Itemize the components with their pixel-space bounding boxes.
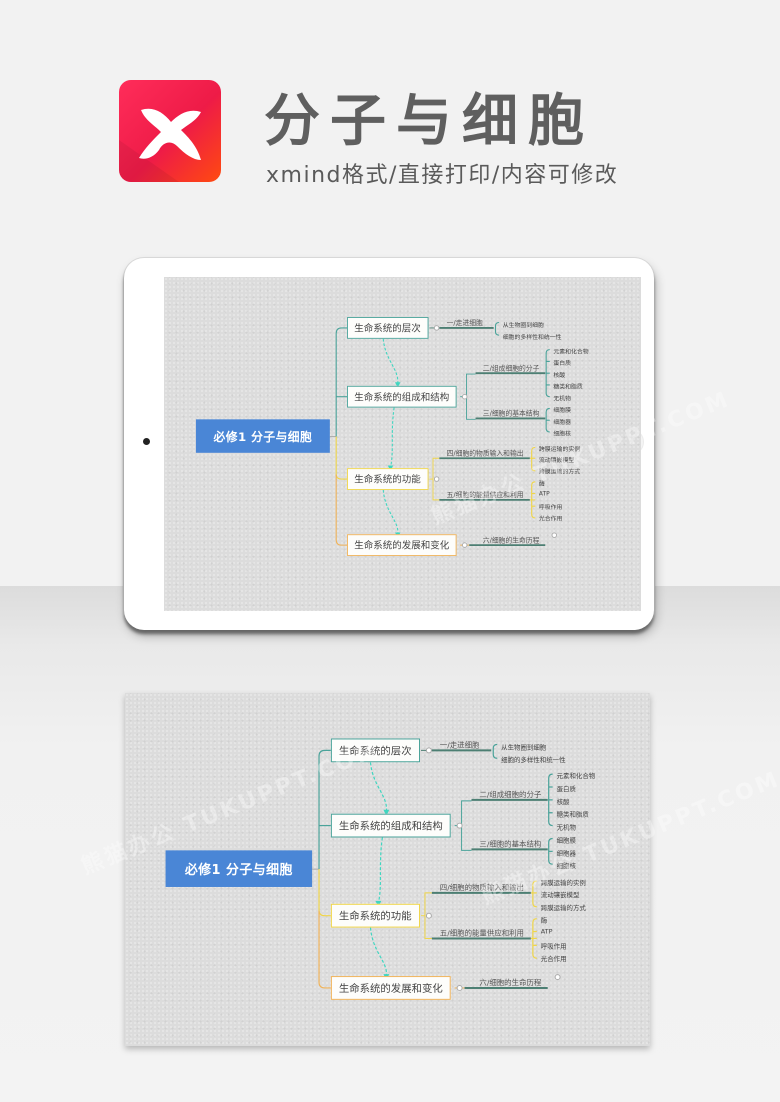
leaf[interactable]: 呼吸作用 bbox=[540, 942, 567, 951]
mind-map-card: 必修1 分子与细胞 生命系统的层次 生命系统的组成和结构 生命系统的功能 生命系… bbox=[125, 693, 650, 1046]
sub-topic-3[interactable]: 三/细胞的基本结构 bbox=[479, 839, 542, 849]
collapse-toggle[interactable] bbox=[456, 822, 463, 829]
leaf[interactable]: 细胞核 bbox=[553, 430, 572, 438]
expand-toggle[interactable] bbox=[551, 532, 558, 538]
branch-composition-structure[interactable]: 生命系统的组成和结构 bbox=[347, 385, 457, 408]
branch-function[interactable]: 生命系统的功能 bbox=[347, 468, 429, 490]
leaf[interactable]: 从生物圈到细胞 bbox=[501, 743, 547, 752]
expand-toggle[interactable] bbox=[554, 974, 561, 981]
collapse-toggle[interactable] bbox=[461, 393, 468, 400]
leaf[interactable]: 细胞器 bbox=[556, 849, 576, 858]
sub-topic-2[interactable]: 二/组成细胞的分子 bbox=[479, 789, 542, 799]
leaf[interactable]: 核酸 bbox=[556, 797, 570, 806]
sub-topic-1[interactable]: 一/走进细胞 bbox=[446, 318, 483, 328]
leaf[interactable]: 光合作用 bbox=[538, 515, 563, 523]
sub-topic-4[interactable]: 四/细胞的物质输入和输出 bbox=[439, 883, 524, 892]
sub-topic-5[interactable]: 五/细胞的能量供应和利用 bbox=[439, 928, 524, 938]
leaf[interactable]: 跨膜运输的实例 bbox=[540, 879, 586, 887]
leaf[interactable]: 酶 bbox=[538, 479, 545, 488]
leaf[interactable]: 细胞膜 bbox=[553, 406, 572, 414]
collapse-toggle[interactable] bbox=[456, 984, 463, 991]
leaf[interactable]: 细胞的多样性和统一性 bbox=[501, 756, 566, 765]
leaf[interactable]: 无机物 bbox=[556, 823, 576, 832]
leaf[interactable]: 蛋白质 bbox=[556, 785, 576, 793]
mind-map-preview-top: 必修1 分子与细胞 生命系统的层次 生命系统的组成和结构 生命系统的功能 生命系… bbox=[164, 277, 641, 596]
leaf[interactable]: 细胞核 bbox=[556, 862, 576, 871]
page-subtitle: xmind格式/直接打印/内容可修改 bbox=[266, 163, 619, 188]
leaf[interactable]: ATP bbox=[538, 489, 550, 498]
leaf[interactable]: 细胞的多样性和统一性 bbox=[502, 333, 562, 341]
collapse-toggle[interactable] bbox=[433, 325, 440, 331]
leaf[interactable]: 跨膜运输的实例 bbox=[538, 445, 581, 453]
leaf[interactable]: 蛋白质 bbox=[553, 359, 572, 367]
mind-map-root[interactable]: 必修1 分子与细胞 bbox=[195, 419, 330, 453]
leaf[interactable]: ATP bbox=[540, 927, 553, 936]
leaf[interactable]: 元素和化合物 bbox=[556, 772, 596, 781]
collapse-toggle[interactable] bbox=[425, 747, 432, 754]
leaf[interactable]: 流动镶嵌模型 bbox=[538, 456, 575, 464]
branch-function[interactable]: 生命系统的功能 bbox=[330, 903, 420, 928]
leaf[interactable]: 无机物 bbox=[553, 394, 572, 403]
sub-topic-6[interactable]: 六/细胞的生命历程 bbox=[479, 978, 542, 987]
sub-topic-6[interactable]: 六/细胞的生命历程 bbox=[482, 536, 540, 545]
tablet-screen: 必修1 分子与细胞 生命系统的层次 生命系统的组成和结构 生命系统的功能 生命系… bbox=[164, 277, 641, 611]
branch-composition-structure[interactable]: 生命系统的组成和结构 bbox=[330, 813, 451, 838]
leaf[interactable]: 糖类和脂质 bbox=[553, 383, 583, 391]
mind-map-preview-bottom: 必修1 分子与细胞 生命系统的层次 生命系统的组成和结构 生命系统的功能 生命系… bbox=[125, 693, 650, 1043]
sub-topic-3[interactable]: 三/细胞的基本结构 bbox=[482, 409, 540, 418]
branch-development-change[interactable]: 生命系统的发展和变化 bbox=[347, 534, 457, 556]
leaf[interactable]: 流动镶嵌模型 bbox=[540, 890, 580, 899]
leaf[interactable]: 细胞器 bbox=[553, 418, 572, 426]
sub-topic-1[interactable]: 一/走进细胞 bbox=[439, 740, 480, 750]
sub-topic-2[interactable]: 二/组成细胞的分子 bbox=[482, 364, 540, 373]
branch-development-change[interactable]: 生命系统的发展和变化 bbox=[330, 976, 451, 1000]
collapse-toggle[interactable] bbox=[425, 912, 432, 919]
leaf[interactable]: 酶 bbox=[540, 916, 548, 925]
xmind-logo-icon bbox=[119, 80, 221, 182]
collapse-toggle[interactable] bbox=[461, 542, 468, 548]
branch-life-system-levels[interactable]: 生命系统的层次 bbox=[330, 738, 420, 763]
connector-lines bbox=[312, 743, 553, 989]
tablet-frame: 必修1 分子与细胞 生命系统的层次 生命系统的组成和结构 生命系统的功能 生命系… bbox=[124, 258, 654, 630]
camera-icon bbox=[143, 438, 150, 445]
leaf[interactable]: 细胞膜 bbox=[556, 836, 576, 845]
connector-lines bbox=[329, 321, 550, 547]
page-title: 分子与细胞 bbox=[264, 89, 594, 154]
sub-topic-5[interactable]: 五/细胞的能量供应和利用 bbox=[446, 490, 524, 499]
leaf[interactable]: 跨膜运输的方式 bbox=[540, 903, 586, 912]
leaf[interactable]: 呼吸作用 bbox=[538, 503, 563, 511]
leaf[interactable]: 核酸 bbox=[553, 371, 566, 379]
leaf[interactable]: 元素和化合物 bbox=[553, 347, 589, 356]
sub-topic-4[interactable]: 四/细胞的物质输入和输出 bbox=[446, 449, 524, 458]
collapse-toggle[interactable] bbox=[433, 476, 440, 482]
leaf[interactable]: 跨膜运输的方式 bbox=[538, 468, 581, 476]
branch-life-system-levels[interactable]: 生命系统的层次 bbox=[347, 317, 429, 339]
mind-map-root[interactable]: 必修1 分子与细胞 bbox=[165, 850, 313, 887]
leaf[interactable]: 光合作用 bbox=[540, 955, 567, 964]
leaf[interactable]: 从生物圈到细胞 bbox=[502, 321, 544, 329]
leaf[interactable]: 糖类和脂质 bbox=[556, 810, 589, 819]
